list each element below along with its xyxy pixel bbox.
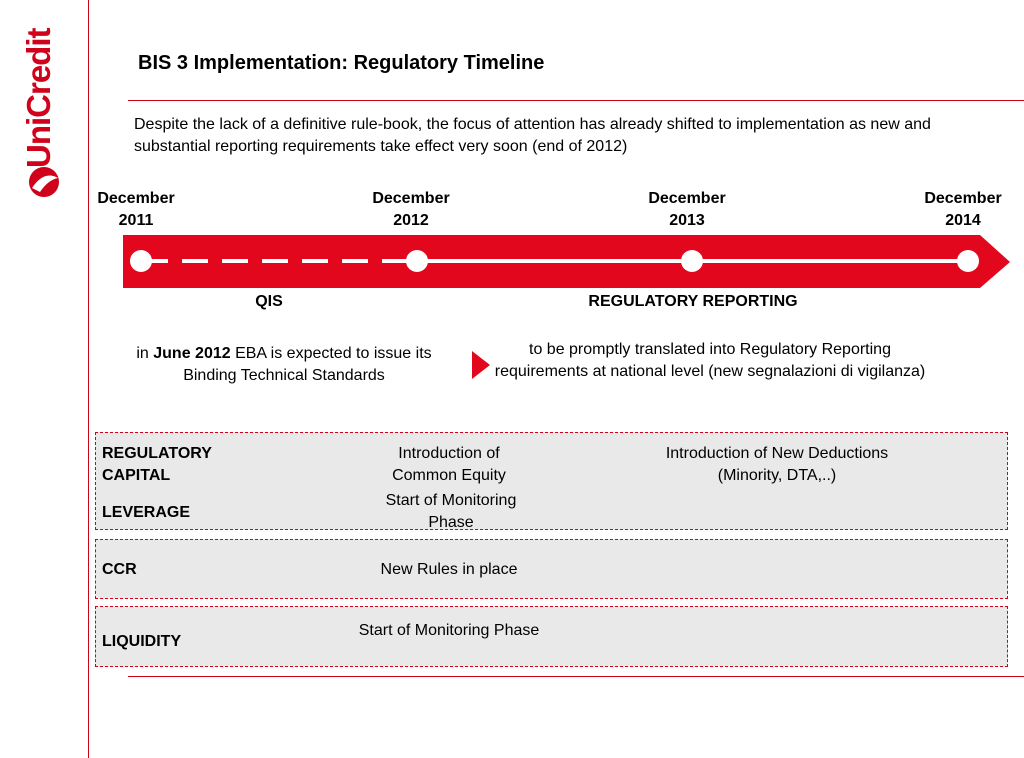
timeline-dot-2012 [406,250,428,272]
milestone-month: December [97,190,175,207]
phase-regulatory-reporting: REGULATORY REPORTING [588,293,798,310]
capital-2013-cell: Introduction of New Deductions (Minority… [665,445,889,484]
page-title: BIS 3 Implementation: Regulatory Timelin… [138,52,545,74]
eba-suffix: EBA is expected to issue its Binding Tec… [183,345,432,384]
milestone-year: 2012 [393,212,429,229]
left-vertical-rule [88,0,89,758]
leverage-2012-cell: Start of Monitoring Phase [385,492,517,531]
unicredit-logo-icon [29,167,59,197]
intro-paragraph: Despite the lack of a definitive rule-bo… [134,116,931,155]
ccr-2012-cell: New Rules in place [380,561,518,578]
milestone-year: 2011 [118,212,154,229]
panel-liquidity [95,606,1008,667]
milestone-2011: December 2011 [81,188,191,232]
milestone-year: 2013 [669,212,705,229]
eba-note: in June 2012 EBA is expected to issue it… [112,343,456,387]
capital-2012-cell: Introduction of Common Equity [392,445,506,484]
label-leverage: LEVERAGE [102,504,191,521]
timeline-dot-2014 [957,250,979,272]
bottom-divider [128,676,1024,677]
timeline-dot-2013 [681,250,703,272]
title-divider [128,100,1024,101]
brand-wordmark: UniCredit [20,28,57,169]
eba-prefix: in [136,345,154,362]
milestone-2013: December 2013 [632,188,742,232]
milestone-month: December [924,190,1002,207]
arrow-right-icon [472,351,490,379]
label-regulatory-capital: REGULATORY CAPITAL [102,445,212,484]
panel-ccr [95,539,1008,599]
milestone-month: December [648,190,726,207]
label-liquidity: LIQUIDITY [102,633,182,650]
phase-qis: QIS [255,293,283,310]
milestone-2012: December 2012 [356,188,466,232]
timeline-dot-2011 [130,250,152,272]
timeline-arrow [123,235,1010,288]
milestone-2014: December 2014 [908,188,1018,232]
milestone-year: 2014 [945,212,981,229]
liquidity-2012-cell: Start of Monitoring Phase [358,622,540,639]
milestone-month: December [372,190,450,207]
translation-note: to be promptly translated into Regulator… [494,341,926,380]
eba-date: June 2012 [153,345,231,362]
panel-capital-leverage [95,432,1008,530]
label-ccr: CCR [102,561,137,578]
